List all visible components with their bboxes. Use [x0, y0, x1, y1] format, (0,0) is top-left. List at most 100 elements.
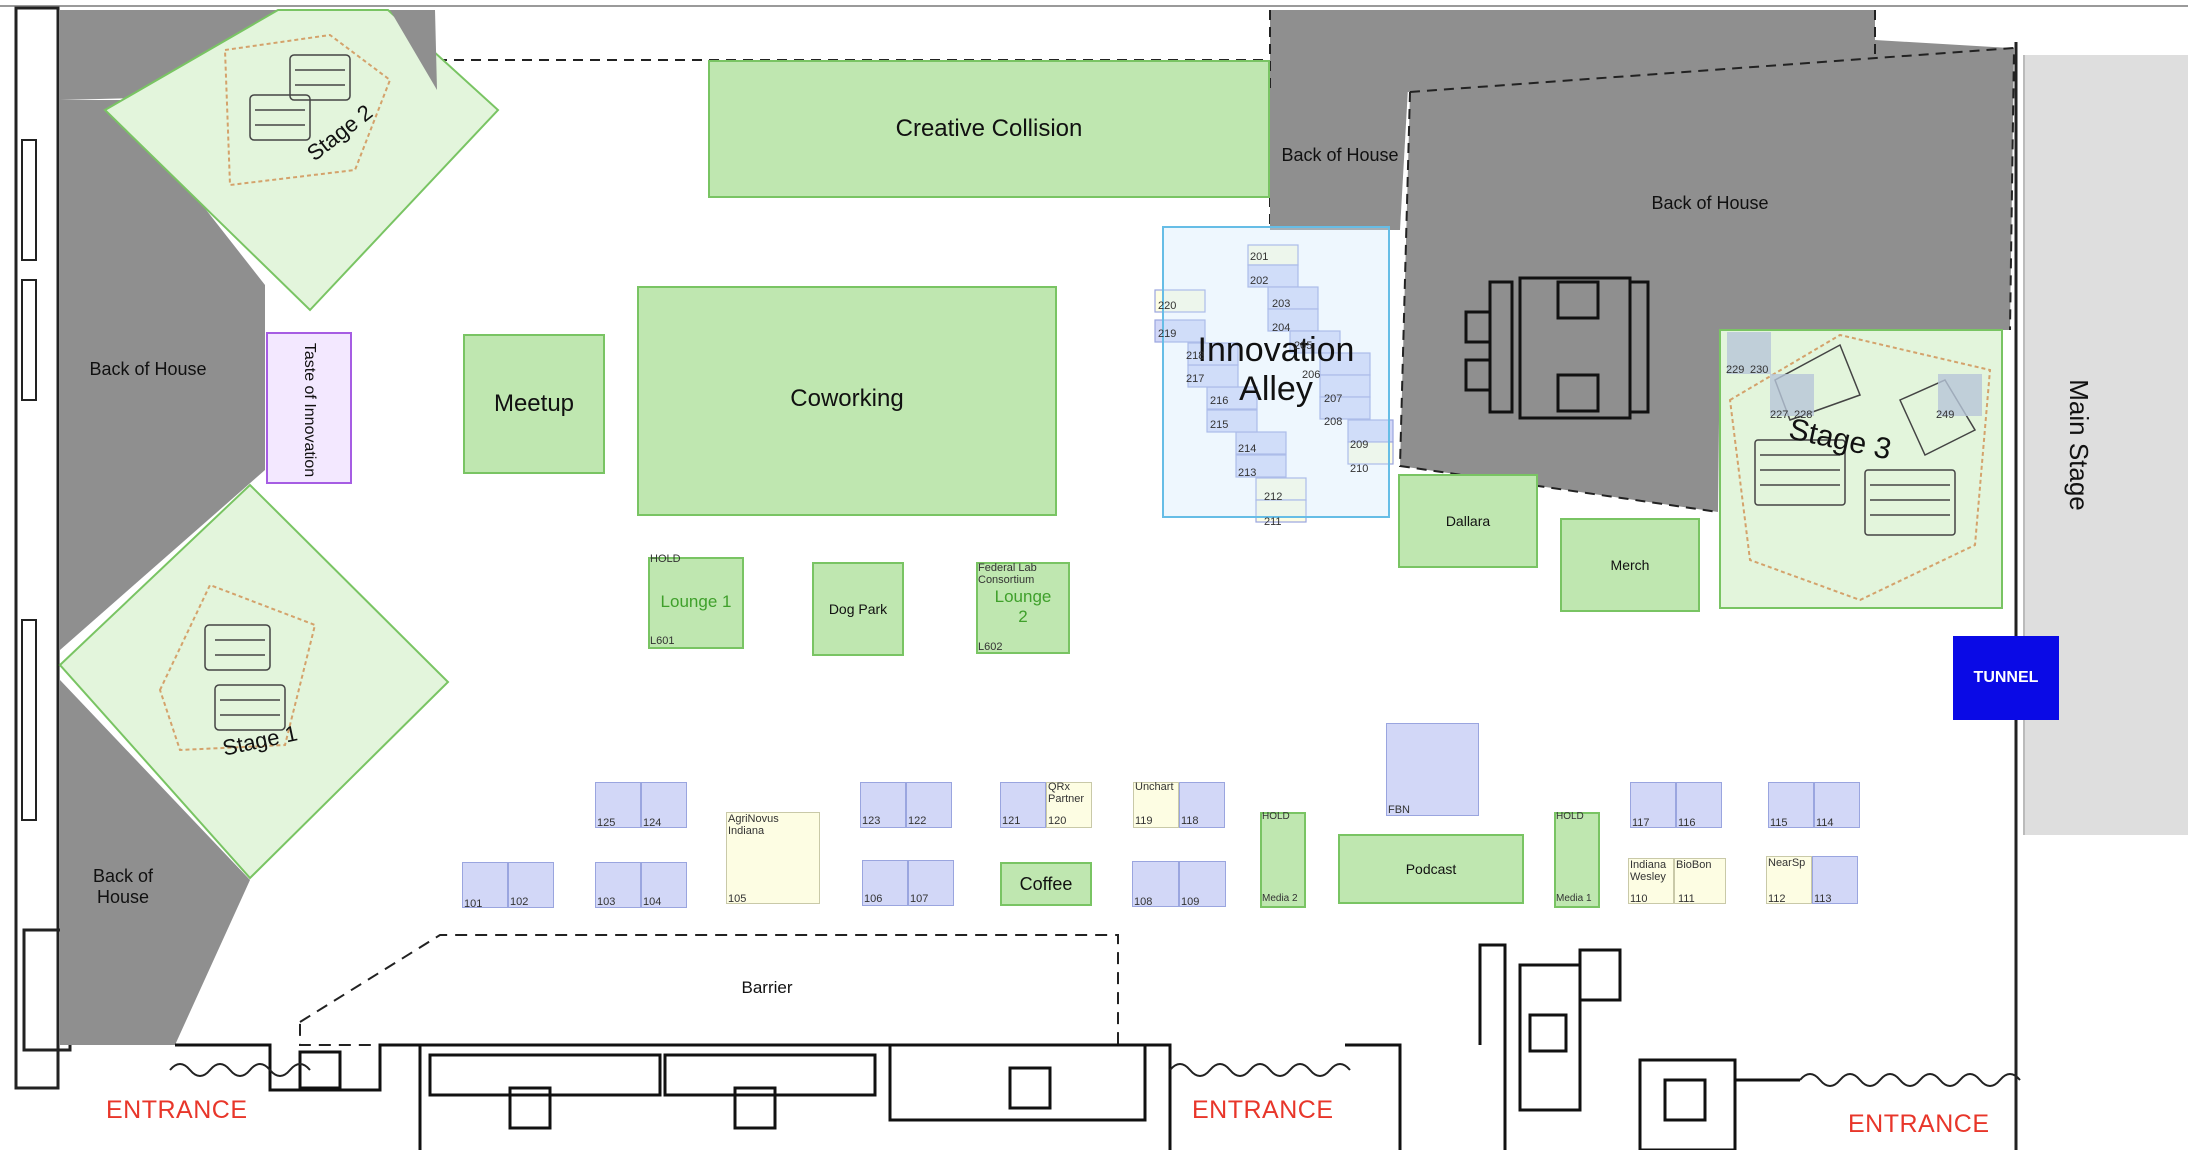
main-stage-label: Main Stage [2063, 379, 2094, 511]
booth-118-label: 118 [1181, 815, 1199, 827]
alley-booth-220: 220 [1158, 300, 1177, 312]
booth-102-label: 102 [510, 896, 529, 908]
alley-booth-203: 203 [1272, 298, 1291, 310]
lounge-2-area [976, 562, 1070, 654]
coworking-area [637, 286, 1057, 516]
creative-collision-label: Creative Collision [895, 115, 1083, 143]
taste-of-innovation-area [266, 332, 352, 484]
alley-booth-219: 219 [1158, 328, 1177, 340]
back-of-house-label-lower: Back of House [92, 866, 154, 907]
agrinovus-label: AgriNovus Indiana [728, 813, 779, 837]
alley-booth-207: 207 [1324, 393, 1343, 405]
fbn-label: FBN [1388, 804, 1410, 816]
coffee-label: Coffee [1019, 873, 1073, 894]
booth-119-label: 119 [1135, 815, 1153, 827]
booth-103 [595, 862, 641, 908]
stage3-booth-227: 227 [1770, 409, 1789, 421]
booth-124 [641, 782, 687, 828]
back-of-house-left [60, 100, 265, 650]
booth-121-label: 121 [1002, 815, 1021, 827]
booth-112 [1766, 856, 1812, 904]
innovation-alley-area [1162, 226, 1390, 518]
booth-106-label: 106 [864, 893, 883, 905]
dog-park-label: Dog Park [828, 600, 888, 617]
stage-1-area [58, 483, 450, 880]
back-of-house-lower-left [60, 680, 250, 1045]
barrier-label: Barrier [741, 978, 793, 998]
booth-109-label: 109 [1181, 896, 1200, 908]
booth-116-label: 116 [1678, 817, 1696, 829]
back-of-house-label-left: Back of House [89, 358, 207, 379]
alley-booth-206: 206 [1302, 369, 1321, 381]
lounge-1-area [648, 557, 744, 649]
alley-booth-201: 201 [1250, 251, 1269, 263]
creative-collision-area [708, 60, 1270, 198]
booth-108 [1132, 861, 1179, 907]
back-of-house-center [1270, 88, 1408, 230]
federal-lab-tag: Federal Lab Consortium [978, 562, 1037, 586]
unchart-label: Unchart [1135, 781, 1174, 793]
tunnel-area [1953, 636, 2059, 720]
alley-booth-204: 204 [1272, 322, 1291, 334]
stage3-booth-229: 229 [1726, 364, 1745, 376]
booth-107 [908, 860, 954, 906]
taste-of-innovation-label: Taste of Innovation [301, 342, 319, 478]
booth-105 [726, 812, 820, 904]
entrance-center[interactable]: ENTRANCE [1192, 1096, 1334, 1124]
dallara-label: Dallara [1445, 512, 1491, 529]
alley-booth-202: 202 [1250, 275, 1269, 287]
booth-101-label: 101 [464, 898, 483, 910]
booth-103-label: 103 [597, 896, 616, 908]
booth-107-label: 107 [910, 893, 929, 905]
booth-110 [1628, 858, 1674, 904]
booth-113-label: 113 [1814, 893, 1832, 905]
lounge-1-code: L601 [650, 635, 675, 647]
booth-110-label: 110 [1630, 893, 1648, 905]
back-of-house-top [60, 10, 2010, 100]
booth-121 [1000, 782, 1046, 828]
booth-117 [1630, 782, 1676, 828]
booth-104 [641, 862, 687, 908]
merch-area [1560, 518, 1700, 612]
alley-booth-218: 218 [1186, 350, 1205, 362]
media-1-hold: HOLD [1556, 811, 1584, 822]
dog-park-area [812, 562, 904, 656]
coffee-area [1000, 862, 1092, 906]
entrance-right[interactable]: ENTRANCE [1848, 1110, 1990, 1138]
alley-booth-205: 205 [1294, 340, 1313, 352]
booth-108-label: 108 [1134, 896, 1153, 908]
media-1-label: Media 1 [1556, 893, 1592, 904]
booth-123 [860, 782, 906, 828]
back-of-house-label-right: Back of House [1651, 192, 1769, 213]
dallara-area [1398, 474, 1538, 568]
meetup-label: Meetup [493, 390, 575, 418]
biobon-label: BioBon [1676, 859, 1712, 871]
booth-124-label: 124 [643, 817, 662, 829]
indiana-wesley-label: Indiana Wesley [1630, 859, 1667, 883]
booth-111 [1674, 858, 1726, 904]
booth-114 [1814, 782, 1860, 828]
booth-117-label: 117 [1632, 817, 1650, 829]
alley-booth-217: 217 [1186, 373, 1205, 385]
booth-118 [1179, 782, 1225, 828]
meetup-area [463, 334, 605, 474]
booth-119 [1133, 782, 1179, 828]
booth-101 [462, 862, 508, 908]
media-2-hold: HOLD [1262, 811, 1290, 822]
entrance-left[interactable]: ENTRANCE [106, 1096, 248, 1124]
innovation-alley-label: Innovation Alley [1197, 330, 1355, 408]
booth-125-label: 125 [597, 817, 616, 829]
back-of-house-right [1400, 48, 2014, 512]
booth-116 [1676, 782, 1722, 828]
fbn-booth [1386, 723, 1479, 816]
booth-115 [1768, 782, 1814, 828]
back-of-house-label-center: Back of House [1281, 144, 1399, 165]
stage3-booth-249: 249 [1936, 409, 1955, 421]
booth-111-label: 111 [1678, 893, 1695, 905]
booth-114-label: 114 [1816, 817, 1834, 829]
tunnel-label: TUNNEL [1973, 668, 2039, 686]
alley-booth-215: 215 [1210, 419, 1229, 431]
booth-120 [1046, 782, 1092, 828]
booth-104-label: 104 [643, 896, 662, 908]
